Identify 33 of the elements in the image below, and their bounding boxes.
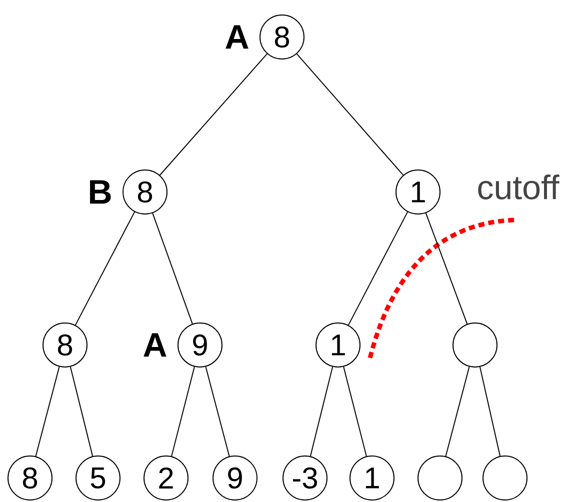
tree-edge — [343, 366, 367, 457]
tree-edge — [348, 211, 408, 326]
tree-node: 9 — [212, 455, 258, 500]
tree-node: 1 — [350, 455, 394, 500]
player-label: A — [144, 333, 166, 357]
tree-node: 8 — [42, 322, 88, 368]
tree-node: 5 — [76, 455, 120, 500]
tree-edge — [479, 366, 501, 457]
empty-node — [452, 322, 498, 368]
tree-node: 8 — [260, 14, 304, 60]
tree-node: 8 — [122, 169, 168, 214]
tree-node: 1 — [316, 322, 360, 368]
tree-node: 9 — [178, 322, 222, 368]
tree-edge — [152, 212, 193, 324]
tree-edge — [205, 366, 230, 457]
tree-node: -3 — [282, 455, 328, 500]
empty-node — [482, 455, 528, 500]
tree-edge — [70, 366, 94, 457]
tree-edge — [159, 53, 268, 176]
tree-edge — [171, 366, 195, 457]
tree-node: 8 — [8, 455, 52, 500]
player-label: B — [90, 180, 111, 204]
tree-node: 2 — [144, 455, 188, 500]
tree-edge — [296, 53, 404, 176]
tree-edge — [35, 366, 60, 457]
tree-edge — [425, 212, 468, 324]
empty-node — [418, 455, 462, 500]
tree-edge — [310, 366, 334, 457]
tree-edge — [74, 211, 136, 326]
tree-edge — [445, 366, 470, 457]
player-label: A — [226, 25, 248, 49]
tree-node: 1 — [396, 169, 440, 214]
cutoff-label: cutoff — [478, 174, 560, 200]
